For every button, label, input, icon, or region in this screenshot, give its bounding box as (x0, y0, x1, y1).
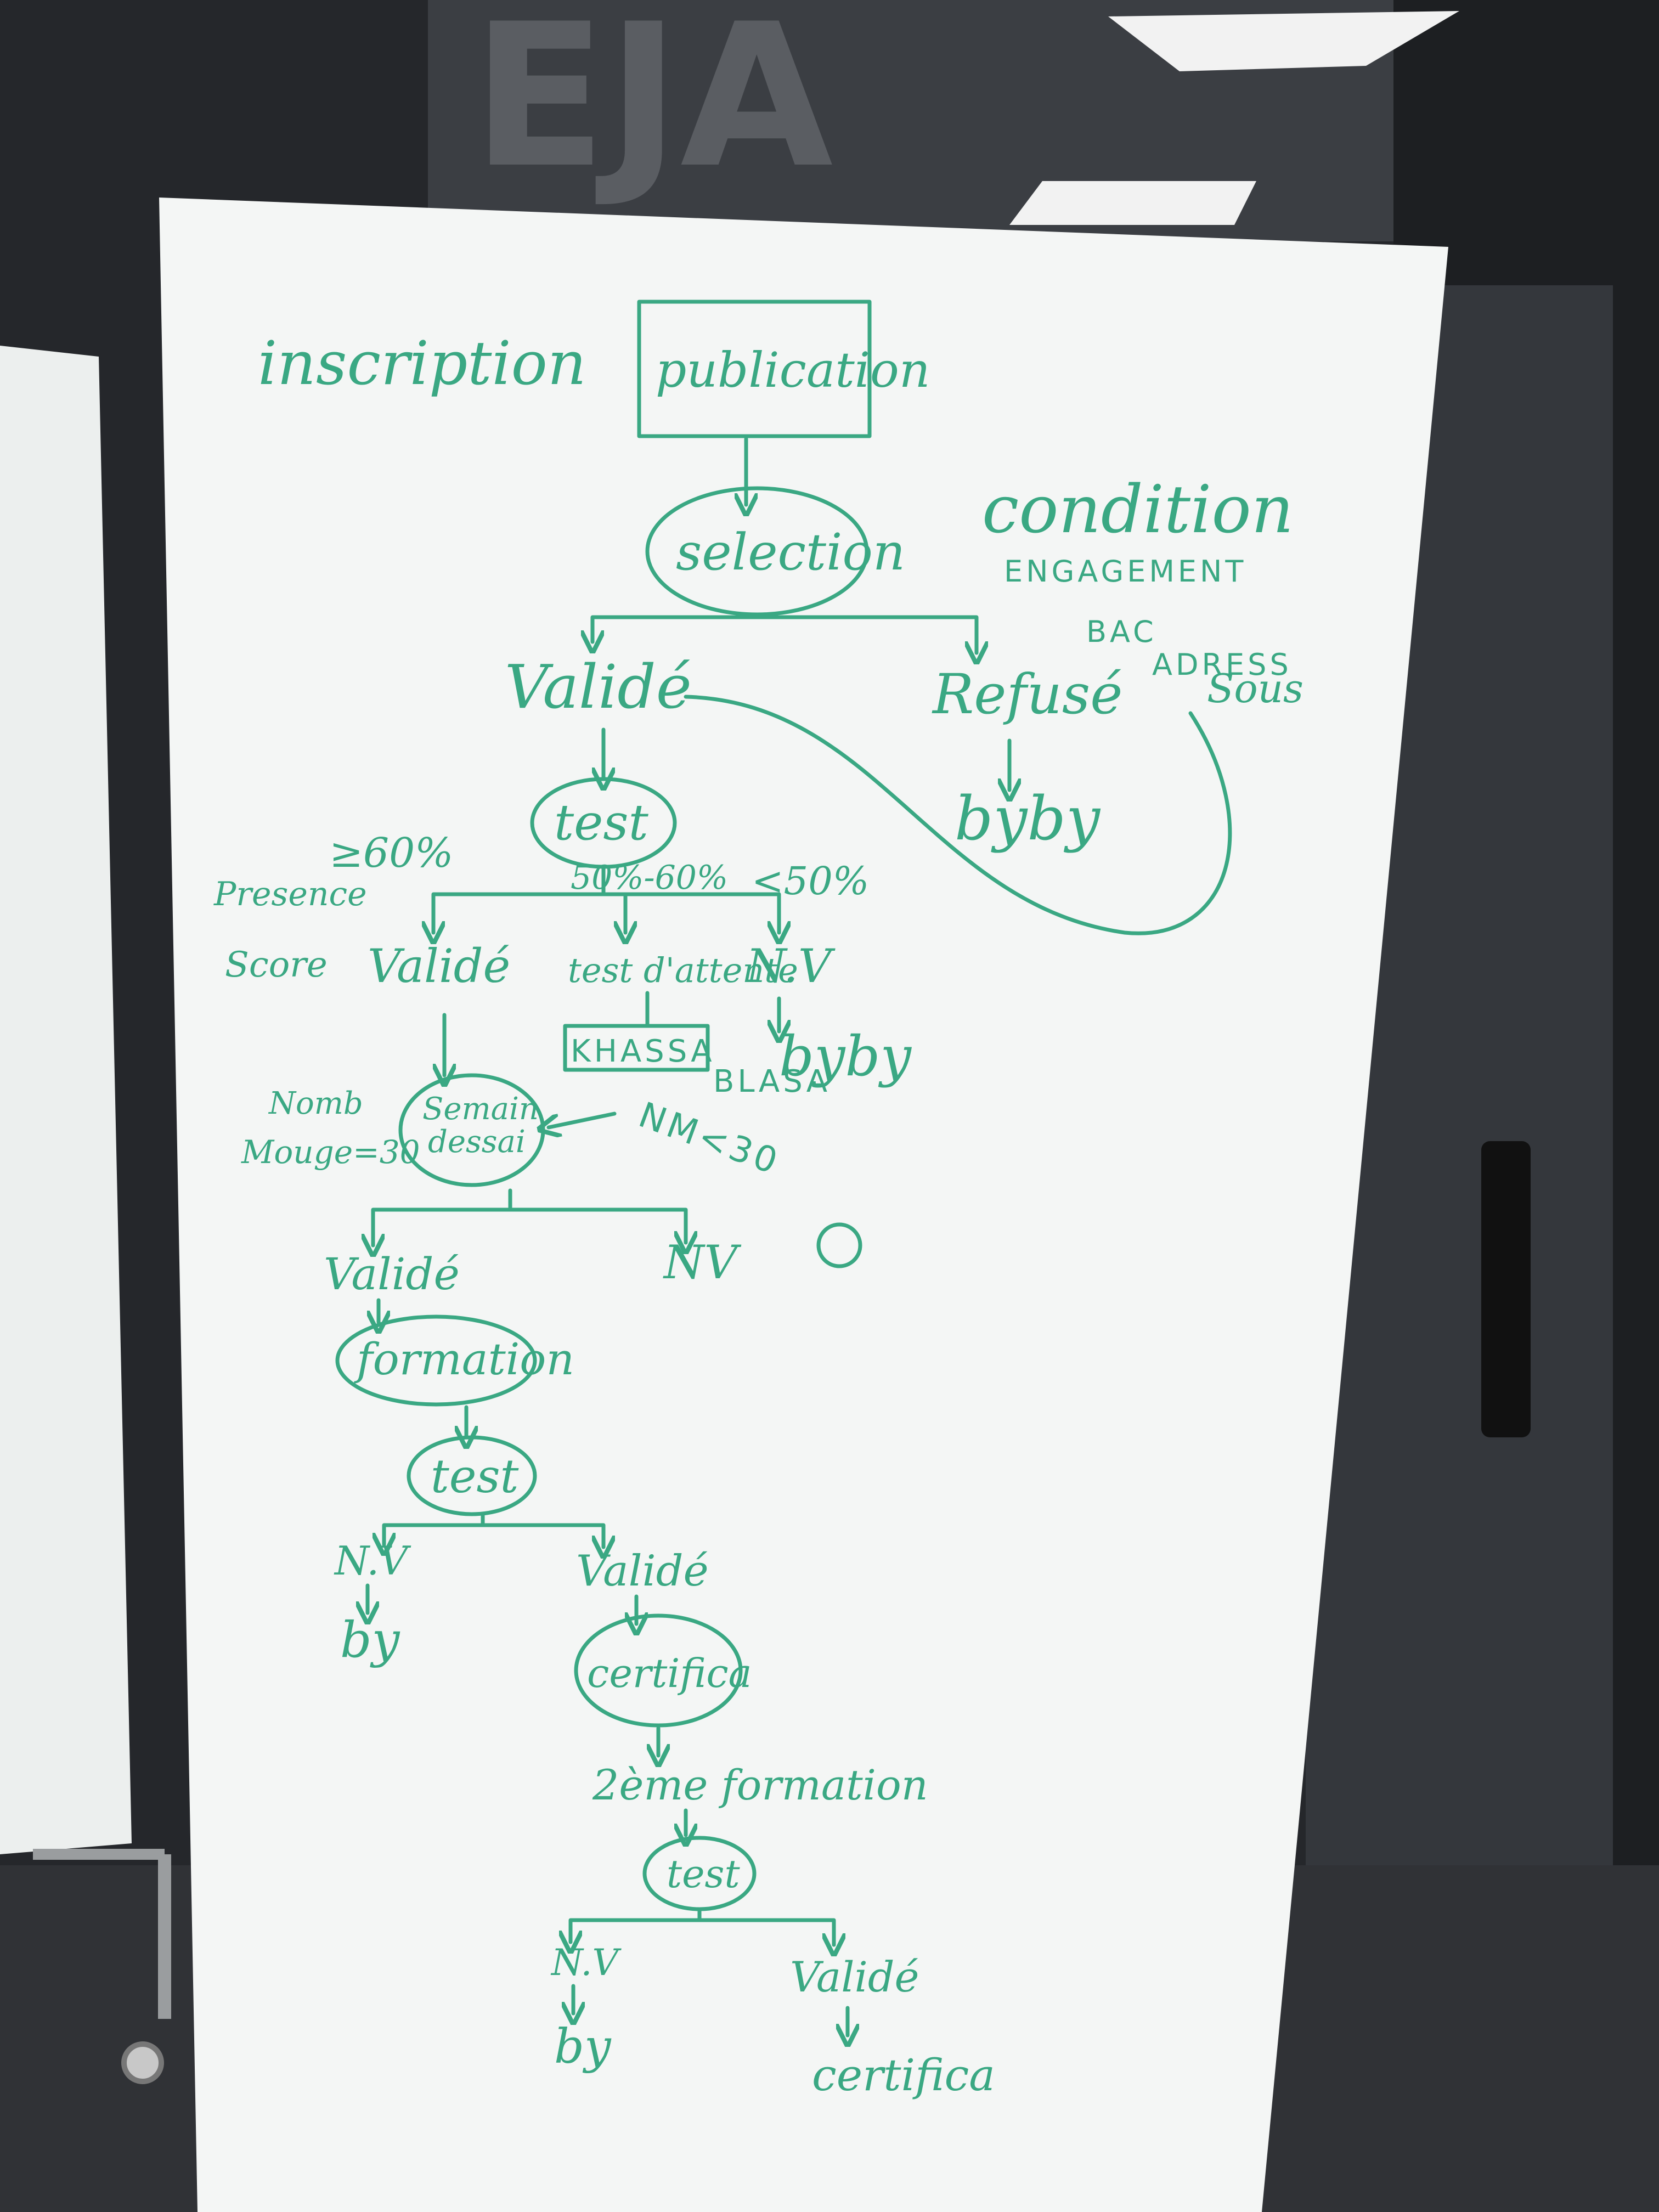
arrow-selection-refuse (755, 615, 977, 653)
arrow-test2-nv (384, 1512, 485, 1544)
seminar-node (398, 1073, 545, 1187)
valide-5: Validé (790, 1953, 919, 2001)
byby-2: byby (779, 1024, 912, 1088)
khassa-box (563, 1024, 710, 1072)
stand-wheel (121, 2041, 164, 2084)
nv-2: NV (663, 1235, 742, 1289)
by-2: by (554, 2019, 612, 2074)
arrow-test-nv (601, 892, 779, 933)
formation-label: formation (354, 1334, 574, 1385)
presence-label: Presence (213, 875, 367, 913)
certifica-label-2: certifica (812, 2050, 995, 2101)
valide-3: Validé (324, 1249, 460, 1300)
nv-4: N.V (550, 1942, 622, 1984)
seminar-note-1: Nomb (268, 1086, 363, 1121)
main-whiteboard (159, 198, 1448, 2212)
certifica-label-1: certifica (587, 1650, 752, 1696)
valide-4: Validé (576, 1547, 709, 1596)
refuse-label: Refusé (932, 662, 1122, 726)
by-1: by (340, 1611, 400, 1669)
nv-1: N.V (745, 939, 836, 993)
arrow-test-valide (433, 865, 606, 933)
test-label-1: test (554, 794, 649, 851)
ge60-label: ≥60% (329, 830, 453, 877)
test-label-3: test (667, 1852, 740, 1897)
ceiling-light (1108, 11, 1459, 71)
arrow-test2-valide (481, 1523, 603, 1547)
wall-logo: EJA (472, 0, 834, 211)
left-whiteboard (0, 346, 132, 1854)
arrow-khassa-seminar (549, 1111, 617, 1127)
condition-link-curve (684, 695, 1232, 935)
publication-label: publication (656, 342, 930, 398)
circled-mark (816, 1222, 862, 1268)
arrow-test3-valide (697, 1918, 834, 1945)
range-label: 50%-60% (571, 859, 728, 897)
valide-1: Validé (505, 652, 692, 722)
seminar-label-1: Semain (422, 1091, 539, 1127)
score-label: Score (225, 945, 328, 985)
condition-item-adress: ADRESS (1152, 647, 1292, 682)
arrow-test3-nv (571, 1907, 702, 1942)
condition-item-bac: BAC (1086, 614, 1157, 649)
test-node-2 (407, 1435, 537, 1516)
certifica-node (574, 1613, 743, 1728)
arrow-seminar-nv (508, 1207, 686, 1243)
test-label-2: test (431, 1449, 519, 1503)
inscription-label: inscription (258, 328, 586, 398)
ceiling-light-2 (1009, 181, 1256, 225)
valide-2: Validé (368, 939, 510, 993)
condition-item-sous: Sous (1207, 665, 1304, 712)
condition-item-engagement: ENGAGEMENT (1004, 554, 1246, 589)
door-handle (1481, 1141, 1531, 1437)
khassa-label: KHASSA (571, 1034, 715, 1069)
formation-node (335, 1314, 537, 1407)
lt50-label: <50% (752, 859, 869, 904)
seminar-label-2: dessai (428, 1124, 526, 1160)
condition-title: condition (982, 472, 1294, 548)
arrow-seminar-valide (373, 1188, 512, 1245)
seminar-note-2: Mouge=30 (241, 1133, 420, 1171)
selection-label: selection (676, 523, 905, 582)
second-formation-label: 2ème formation (592, 1760, 928, 1809)
blasa-label: BLASA (713, 1064, 831, 1099)
byby-1: byby (955, 783, 1101, 854)
test-attente-label: test d'attente (568, 950, 798, 990)
nv-3: N.V (334, 1538, 411, 1584)
publication-box (637, 300, 872, 438)
